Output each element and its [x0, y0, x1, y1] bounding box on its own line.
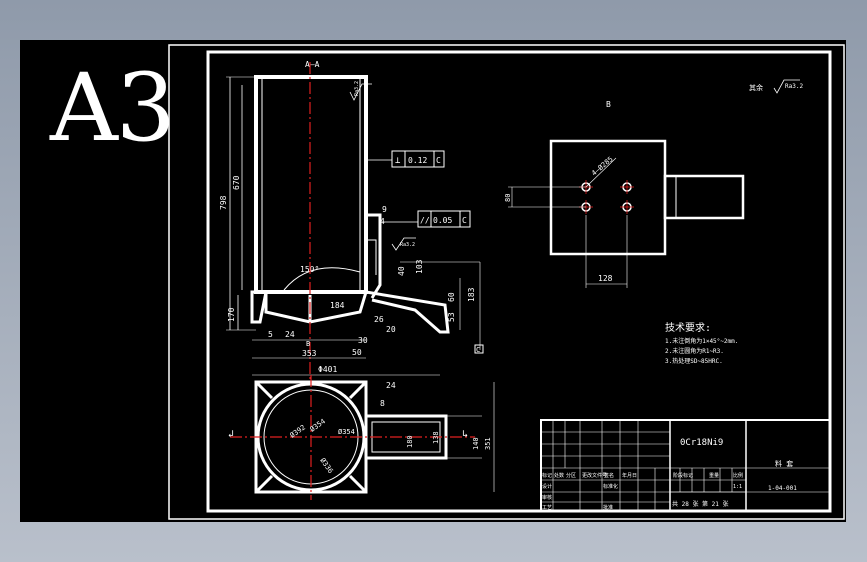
hole-spec: 4–Ø285: [590, 155, 615, 177]
roughness-note: 其余 Ra3.2: [749, 79, 803, 94]
dim-353: 353: [302, 349, 317, 358]
parallelism-frame: // 0.05 C: [380, 210, 471, 228]
inner-frame: [206, 50, 832, 513]
perpendicularity-symbol: ⊥: [395, 156, 401, 166]
flange-boss: [663, 174, 745, 220]
dim-9: 9: [382, 205, 387, 214]
datum-box: [474, 344, 484, 354]
base-spout: [365, 290, 450, 334]
dim-80: 80: [504, 194, 512, 202]
corner-ribs: [254, 380, 368, 494]
right-label: 标准化: [603, 483, 618, 490]
roughness-symbol: [773, 79, 800, 94]
dim-4: 4: [380, 217, 385, 226]
section-arrow-left: ↲: [228, 429, 234, 440]
view-label: B: [606, 100, 611, 109]
dim-184: 184: [330, 301, 345, 310]
scale-label: 比例: [733, 472, 743, 479]
material: 0Cr18Ni9: [680, 438, 723, 448]
drawing-sheet: A3 A–A 150°: [20, 40, 846, 522]
dim-50: 50: [352, 348, 362, 357]
dim-138: 138: [432, 431, 440, 444]
base-left-leg: [250, 290, 268, 324]
left-label: 工艺: [542, 505, 552, 511]
left-label: 设计: [542, 483, 552, 490]
dim-d354b: Ø354: [338, 428, 355, 436]
technical-requirements: 技术要求: 1.未注倒角为1×45°~2mm. 2.未注圆角为R1~R3. 3.…: [665, 321, 738, 365]
dim-5: 5: [268, 330, 273, 339]
dim-24b: 24: [386, 381, 396, 390]
stage-label: 阶段标记: [673, 472, 693, 479]
row-label: 分区: [566, 472, 576, 479]
dim-103: 103: [415, 259, 424, 274]
left-label: 审核: [542, 494, 552, 501]
roughness-mark-top: [349, 83, 372, 101]
section-view-aa: A–A 150° 798 670 170: [219, 60, 484, 385]
base-funnel: [264, 290, 369, 324]
dim-183: 183: [467, 287, 476, 302]
dim-height-base: 170: [227, 307, 236, 322]
row-label: 年月日: [622, 472, 637, 479]
tech-req-item: 1.未注倒角为1×45°~2mm.: [665, 337, 738, 345]
dim-53: 53: [447, 312, 456, 322]
roughness-mark-wall: [391, 237, 416, 251]
dim-30: 30: [358, 336, 368, 345]
tube-flange: [366, 213, 382, 299]
sheet-info: 共 28 张 第 21 张: [672, 500, 729, 508]
dim-351: 351: [484, 437, 492, 450]
scale-value: 1:1: [733, 484, 742, 490]
right-label: 批准: [603, 504, 613, 511]
tech-req-title: 技术要求:: [665, 321, 711, 334]
parallelism-datum: C: [462, 216, 467, 225]
engineering-drawing: A–A 150° 798 670 170: [168, 44, 845, 520]
section-arrow-right: ↳: [462, 429, 468, 440]
top-view: Ø392 Ø354 Ø354 Ø336 24 8 180 138 140 351…: [228, 375, 495, 500]
perpendicularity-value: 0.12: [408, 156, 427, 165]
tube-wall: [254, 75, 368, 294]
roughness-top-value: Ra3.2: [354, 81, 360, 96]
dim-26: 26: [374, 315, 384, 324]
section-label: A–A: [305, 60, 320, 69]
roughness-note-label: 其余: [749, 83, 763, 92]
view-b: B 4–Ø285 80: [504, 100, 745, 288]
dim-8: 8: [380, 399, 385, 408]
drawing-number: 1-04-001: [768, 485, 797, 492]
tech-req-item: 2.未注圆角为R1~R3.: [665, 347, 724, 355]
part-name: 料 套: [775, 459, 793, 468]
dim-401: Φ401: [318, 365, 337, 374]
dim-140: 140: [472, 437, 480, 450]
roughness-note-value: Ra3.2: [785, 83, 803, 90]
outer-frame: [168, 44, 845, 520]
dim-128: 128: [598, 274, 613, 283]
parallelism-value: 0.05: [433, 216, 452, 225]
dim-60: 60: [447, 292, 456, 302]
dim-40: 40: [397, 266, 406, 276]
row-label: 处数: [554, 472, 564, 479]
row-label: 标记: [542, 472, 552, 479]
view-b-arrow-label: B: [306, 340, 310, 348]
dim-height-total: 798: [219, 195, 228, 210]
roughness-wall-value: Ra3.2: [400, 242, 415, 248]
dim-d336: Ø336: [318, 457, 334, 475]
weight-label: 重量: [709, 472, 719, 479]
row-label: 签名: [604, 472, 614, 479]
dim-20: 20: [386, 325, 396, 334]
tech-req-item: 3.热处理SD~85HRC.: [665, 357, 723, 365]
datum-letter: C: [476, 346, 480, 354]
perpendicularity-datum: C: [436, 156, 441, 165]
dim-24: 24: [285, 330, 295, 339]
title-block-text: 0Cr18Ni9 料 套 1-04-001 共 28 张 第 21 张 阶段标记…: [542, 438, 797, 511]
sheet-size-label: A3: [50, 54, 176, 163]
title-block: [540, 419, 831, 512]
perpendicularity-frame: ⊥ 0.12 C: [366, 150, 445, 168]
row-label: 更改文件号: [582, 472, 607, 479]
parallelism-symbol: //: [420, 216, 430, 225]
dim-height-inner: 670: [232, 175, 241, 190]
dim-180: 180: [406, 435, 414, 448]
